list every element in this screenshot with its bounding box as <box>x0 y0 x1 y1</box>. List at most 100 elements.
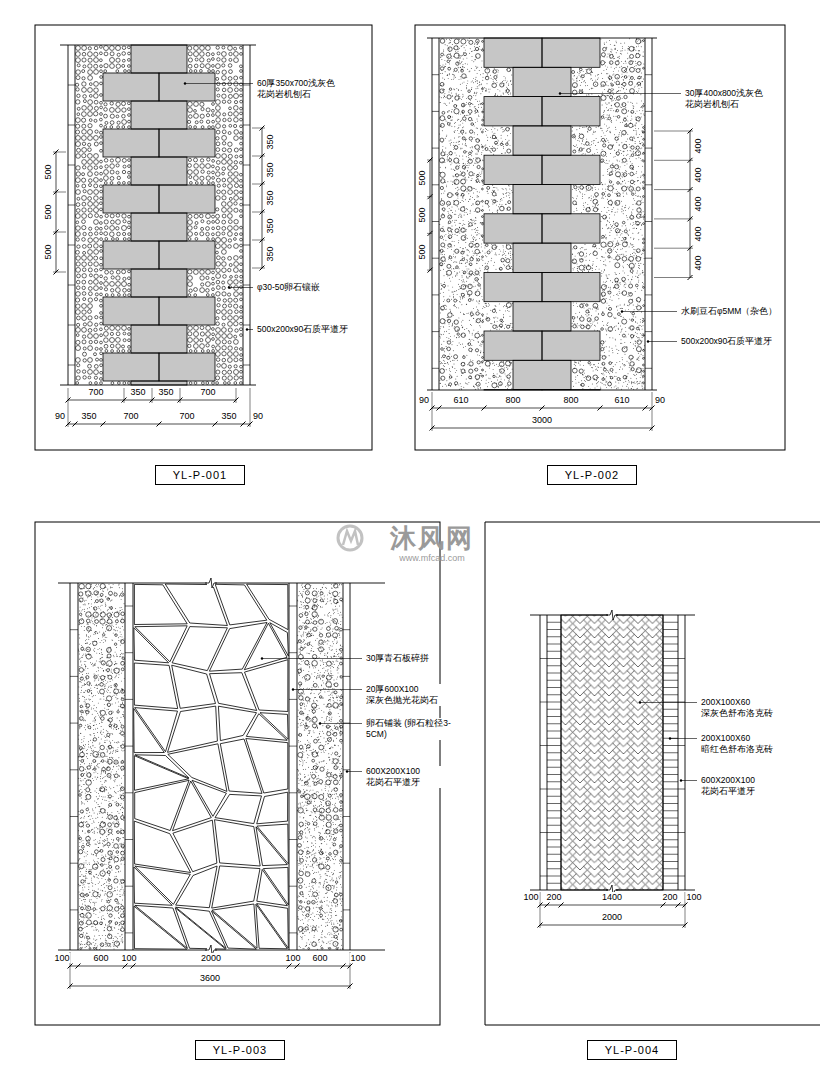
pebble <box>76 298 80 302</box>
pebble <box>228 334 233 339</box>
gravel-dot <box>478 301 479 302</box>
pebble <box>94 64 98 68</box>
gravel-dot <box>480 375 481 376</box>
pebble <box>228 202 233 207</box>
gravel-dot <box>459 342 460 343</box>
pebble <box>222 340 226 344</box>
gravel-dot <box>453 89 454 90</box>
gravel-dot <box>464 257 465 258</box>
pebble <box>88 124 92 128</box>
pebble <box>240 256 243 259</box>
pebble <box>449 88 451 90</box>
gravel-dot <box>454 241 455 242</box>
gravel-dot <box>465 189 466 190</box>
pebble <box>222 208 227 213</box>
pebble <box>110 52 114 56</box>
gravel-dot <box>464 215 465 216</box>
gravel-dot <box>461 363 462 364</box>
gravel-dot <box>449 161 450 162</box>
gravel-dot <box>483 129 484 130</box>
pebble <box>82 238 86 242</box>
gravel-dot <box>448 259 449 260</box>
pebble <box>116 344 121 349</box>
pebble <box>100 341 103 344</box>
gravel-dot <box>464 363 465 364</box>
gravel-dot <box>460 148 461 149</box>
gravel-dot <box>468 155 469 156</box>
gravel-dot <box>441 334 442 335</box>
gravel-dot <box>462 123 463 124</box>
gravel-dot <box>451 313 452 314</box>
pebble <box>447 54 451 58</box>
gravel-dot <box>451 260 452 261</box>
pebble <box>461 186 466 191</box>
pebble <box>200 332 204 336</box>
pebble <box>216 220 220 224</box>
gravel-dot <box>461 55 462 56</box>
gravel-dot <box>472 237 473 238</box>
pebble <box>110 170 114 174</box>
pebble <box>482 124 484 126</box>
gravel-dot <box>479 101 480 102</box>
gravel-dot <box>464 273 465 274</box>
gravel-dot <box>465 263 466 264</box>
pebble <box>94 244 99 249</box>
pebble <box>122 345 125 348</box>
gravel-dot <box>479 46 480 47</box>
gravel-dot <box>468 193 469 194</box>
gravel-dot <box>466 85 467 86</box>
gravel-dot <box>473 203 474 204</box>
pebble <box>212 109 215 112</box>
pebble <box>440 228 443 231</box>
pebble <box>104 338 109 343</box>
gravel-dot <box>474 146 475 147</box>
gravel-dot <box>444 275 445 276</box>
gravel-dot <box>445 320 446 321</box>
pebble <box>194 164 199 169</box>
pebble <box>212 233 215 236</box>
pebble <box>234 94 239 99</box>
gravel-dot <box>463 52 464 53</box>
pebble <box>468 117 471 120</box>
pebble <box>457 333 459 335</box>
gravel-dot <box>447 206 448 207</box>
pebble <box>189 382 192 385</box>
gravel-dot <box>470 213 471 214</box>
gravel-dot <box>465 242 466 243</box>
pebble <box>83 190 86 193</box>
pebble <box>207 59 210 62</box>
gravel-dot <box>461 90 462 91</box>
gravel-dot <box>446 369 447 370</box>
gravel-dot <box>472 56 473 57</box>
pebble <box>128 215 131 218</box>
pebble <box>100 352 103 355</box>
pebble <box>206 232 210 236</box>
pebble <box>478 284 481 287</box>
pebble <box>468 103 470 105</box>
gravel-dot <box>470 106 471 107</box>
pebble <box>100 382 103 385</box>
gravel-dot <box>477 338 478 339</box>
pebble <box>228 352 233 357</box>
gravel-dot <box>467 163 468 164</box>
pebble <box>234 166 238 170</box>
gravel-dot <box>439 224 440 225</box>
gravel-dot <box>459 227 460 228</box>
pebble <box>482 321 484 323</box>
pebble <box>476 54 481 59</box>
gravel-dot <box>477 121 478 122</box>
pebble <box>448 47 452 51</box>
pebble <box>234 208 238 212</box>
pebble <box>100 334 103 337</box>
gravel-dot <box>474 43 475 44</box>
pebble <box>482 168 484 170</box>
pebble <box>89 292 93 296</box>
pebble <box>240 250 243 253</box>
gravel-dot <box>441 153 442 154</box>
gravel-dot <box>472 333 473 334</box>
gravel-dot <box>477 163 478 164</box>
pebble <box>468 299 471 302</box>
pebble <box>234 244 239 249</box>
gravel-dot <box>463 248 464 249</box>
gravel-dot <box>478 272 479 273</box>
